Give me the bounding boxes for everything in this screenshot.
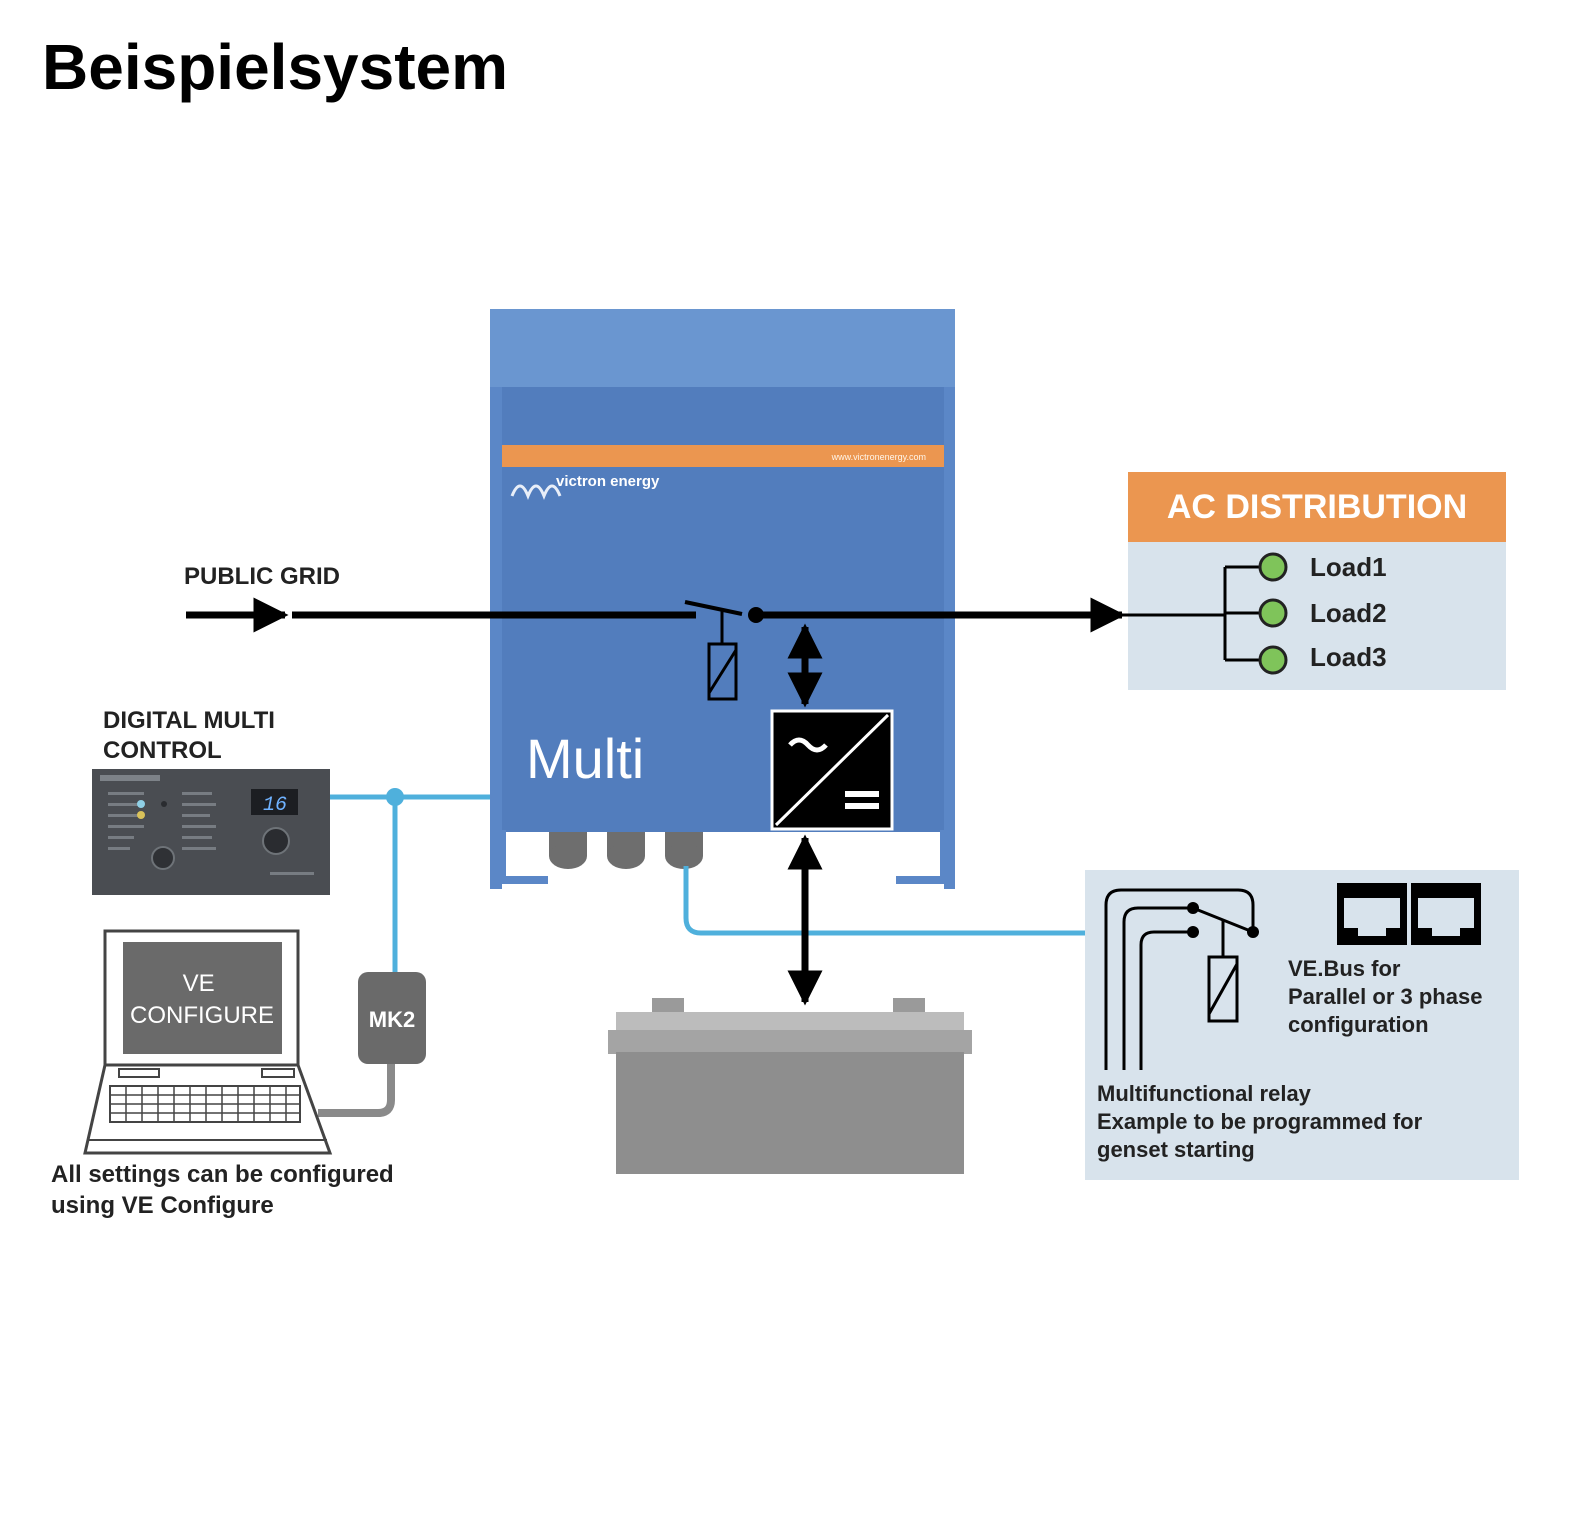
communication-cables: [318, 788, 1085, 1117]
load2-terminal: [1258, 598, 1288, 628]
load1-terminal: [1258, 552, 1288, 582]
battery-icon: [608, 998, 972, 1174]
ac-distribution-panel: AC DISTRIBUTION Load1 Load2 Load3: [1128, 472, 1506, 690]
load3-terminal: [1258, 645, 1288, 675]
dmc-display: 16: [263, 794, 287, 817]
load2-label: Load2: [1310, 598, 1387, 628]
page-title: Beispielsystem: [42, 31, 509, 103]
ac-distribution-title: AC DISTRIBUTION: [1167, 488, 1467, 526]
ve-configure-screen-label: VE CONFIGURE: [130, 970, 274, 1029]
brand-label: victron energy: [556, 473, 660, 490]
relay-coil-icon: [1207, 955, 1239, 1023]
mk2-interface: MK2: [358, 972, 426, 1064]
public-grid-label: PUBLIC GRID: [184, 563, 340, 590]
multi-unit: www.victronenergy.com victron energy Mul…: [490, 309, 955, 889]
relay-vebus-panel: VE.Bus for Parallel or 3 phase configura…: [1085, 870, 1519, 1180]
load1-label: Load1: [1310, 552, 1387, 582]
victron-logo-icon: [510, 484, 562, 501]
laptop-icon: VE CONFIGURE: [83, 929, 333, 1155]
inverter-ac-dc-icon: [770, 709, 894, 831]
load3-label: Load3: [1310, 642, 1387, 672]
vebus-note: VE.Bus for Parallel or 3 phase configura…: [1288, 956, 1489, 1037]
cable-glands: [549, 832, 703, 869]
digital-multi-control-panel: 16: [92, 769, 330, 895]
digital-multi-control-label: DIGITAL MULTI CONTROL: [103, 707, 282, 764]
dmc-knob: [262, 827, 290, 855]
transfer-switch: [684, 600, 743, 616]
mk2-label: MK2: [369, 1007, 415, 1032]
rj45-port-icon: [1337, 883, 1481, 945]
settings-note: All settings can be configured using VE …: [51, 1161, 400, 1219]
relay-note: Multifunctional relay Example to be prog…: [1097, 1081, 1428, 1162]
ac-line: [186, 597, 1225, 701]
relay-coil-icon: [707, 642, 738, 701]
multi-orange-band: [502, 445, 944, 467]
website-label: www.victronenergy.com: [831, 452, 926, 462]
multi-label: Multi: [526, 727, 644, 790]
